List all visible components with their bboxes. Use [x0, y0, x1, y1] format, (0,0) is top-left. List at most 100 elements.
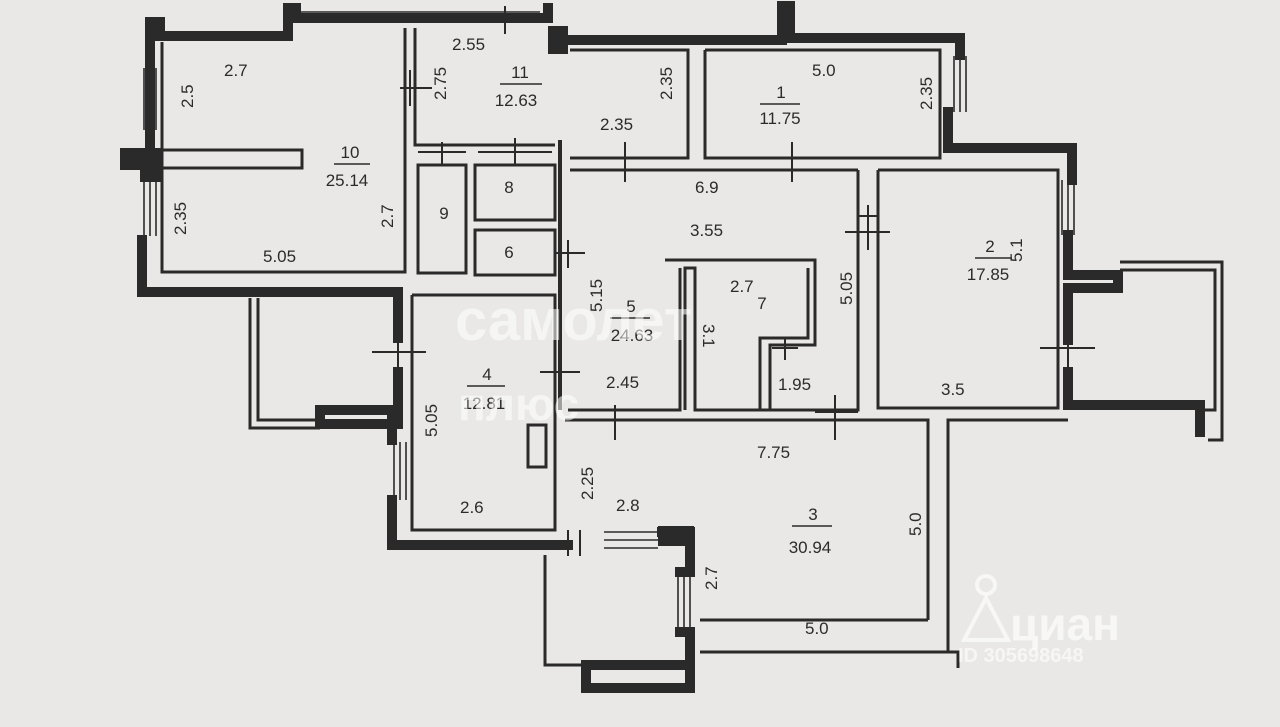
wall-bay-left — [543, 555, 586, 667]
outer-walls — [137, 1, 1205, 693]
svg-text:4: 4 — [482, 365, 491, 384]
wall-room3 — [565, 418, 930, 620]
dim: 2.6 — [460, 498, 484, 517]
dim: 1.95 — [778, 375, 811, 394]
svg-text:12.63: 12.63 — [495, 91, 538, 110]
wall-bay-lower — [581, 627, 695, 693]
room-label-10: 10 25.14 — [326, 143, 370, 190]
dimensions: 2.7 2.5 2.35 2.7 5.05 2.55 2.75 2.35 2.3… — [171, 35, 1026, 638]
wall-right-lower — [1063, 367, 1205, 437]
room-label-11: 11 12.63 — [495, 63, 542, 110]
dim: 5.05 — [837, 272, 856, 305]
dim: 2.25 — [578, 467, 597, 500]
dim: 2.5 — [178, 84, 197, 108]
room-label-5: 5 24.63 — [610, 297, 653, 345]
watermark-brand-top: самолет — [455, 288, 692, 353]
balcony-left — [256, 298, 320, 422]
dim: 2.45 — [606, 373, 639, 392]
dim: 2.55 — [452, 35, 485, 54]
wall-hall-right — [770, 170, 860, 412]
room-label-1: 1 11.75 — [759, 83, 800, 128]
balcony-left-inner — [248, 298, 320, 430]
cian-watermark: циан ID 305698648 — [958, 574, 1120, 667]
wall-room10-top — [145, 3, 301, 155]
wall-stub-bay — [658, 526, 694, 546]
samolet-watermark: самолет плюс — [455, 288, 692, 430]
wall-top-run — [291, 3, 553, 23]
room6-box — [473, 228, 557, 277]
dim: 2.35 — [600, 115, 633, 134]
room4-niche — [526, 423, 548, 469]
inner-walls — [160, 28, 1224, 668]
wall-room1 — [703, 48, 942, 160]
room-label-6: 6 — [504, 243, 513, 262]
watermark-cian: циан — [1010, 598, 1120, 650]
door-ticks — [372, 6, 1095, 556]
dim: 5.05 — [263, 247, 296, 266]
dim: 3.5 — [941, 380, 965, 399]
svg-text:11.75: 11.75 — [759, 109, 800, 128]
dim: 2.7 — [730, 277, 754, 296]
dim: 6.9 — [695, 178, 719, 197]
balcony-right — [1120, 268, 1217, 412]
dim: 5.15 — [587, 279, 606, 312]
room-label-9: 9 — [439, 204, 448, 223]
dim: 2.7 — [702, 566, 721, 590]
dim: 2.8 — [616, 496, 640, 515]
svg-text:10: 10 — [341, 143, 360, 162]
dim: 3.55 — [690, 221, 723, 240]
svg-text:30.94: 30.94 — [789, 538, 832, 557]
svg-text:1: 1 — [776, 83, 785, 102]
wall-room4-left — [315, 367, 403, 445]
room-label-4: 4 12.81 — [463, 365, 506, 413]
wall-room2 — [876, 168, 1060, 410]
window-left-lower — [143, 180, 157, 236]
windows — [143, 11, 1075, 630]
dim: 5.0 — [812, 61, 836, 80]
svg-text:2: 2 — [985, 237, 994, 256]
wall-stub-left-2 — [140, 148, 162, 182]
dim: 2.35 — [657, 67, 676, 100]
room-label-3: 3 30.94 — [789, 505, 832, 557]
window-room2 — [1061, 180, 1075, 235]
dim: 5.0 — [805, 619, 829, 638]
window-room1 — [953, 56, 967, 112]
cian-logo-icon — [960, 574, 1012, 642]
room-label-2: 2 17.85 — [967, 237, 1012, 284]
window-bay-side — [677, 574, 691, 630]
wall-room11-right — [570, 48, 690, 160]
dim: 2.35 — [917, 77, 936, 110]
wall-room3-bottom — [700, 418, 1068, 654]
wall-room5-bottom — [568, 268, 682, 412]
window-room3-bay — [604, 531, 658, 549]
room9-box — [416, 163, 468, 275]
wall-room4 — [410, 293, 557, 532]
watermark-cian-id: ID 305698648 — [958, 645, 1084, 667]
svg-text:3: 3 — [808, 505, 817, 524]
svg-text:24.63: 24.63 — [611, 326, 654, 345]
dim: 3.1 — [699, 324, 718, 348]
wall-right-upper — [943, 107, 1077, 185]
room-label-8: 8 — [504, 178, 513, 197]
wall-room4-bottom — [387, 495, 573, 550]
dim: 2.75 — [431, 67, 450, 100]
dim: 5.0 — [906, 512, 925, 536]
partition-room10 — [160, 148, 304, 170]
dim: 2.7 — [224, 61, 248, 80]
dim: 5.1 — [1007, 238, 1026, 262]
svg-text:17.85: 17.85 — [967, 265, 1010, 284]
room8-box — [473, 163, 557, 222]
wall-room11-top — [555, 1, 965, 60]
balcony-right-inner — [1120, 260, 1224, 442]
svg-text:25.14: 25.14 — [326, 171, 369, 190]
wall-room3-corner — [948, 650, 960, 668]
wall-left-lower — [137, 235, 403, 343]
wall-room11 — [413, 28, 555, 147]
dim: 2.7 — [378, 204, 397, 228]
window-left-upper — [143, 68, 157, 130]
room-labels: 10 25.14 11 12.63 1 11.75 2 17.85 5 24.6… — [326, 63, 1012, 557]
window-top — [300, 11, 540, 23]
watermark-brand-bottom: плюс — [458, 378, 579, 430]
svg-text:5: 5 — [626, 297, 635, 316]
